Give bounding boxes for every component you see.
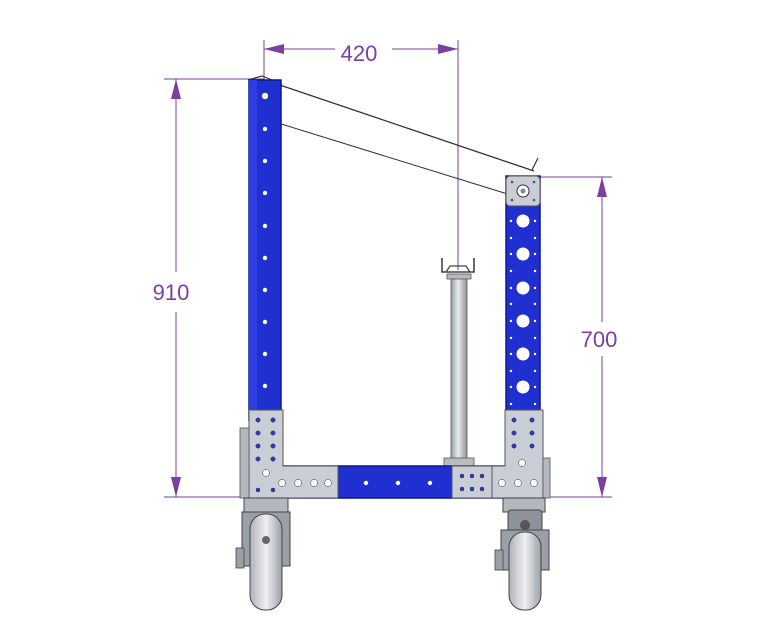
bottom-rail-holes	[363, 480, 433, 486]
dimension-height-left-label: 910	[153, 280, 190, 305]
plate-holes	[255, 417, 538, 493]
dimension-height-right-label: 700	[581, 327, 618, 352]
right-upright	[505, 175, 541, 417]
dimension-height-left	[164, 78, 262, 498]
center-support-post	[441, 258, 475, 467]
left-caster	[235, 497, 291, 611]
dimension-width	[263, 40, 459, 270]
dimension-height-right	[540, 176, 612, 498]
left-upright	[248, 79, 282, 421]
sloped-shelf	[247, 75, 539, 197]
dimension-width-label: 420	[341, 41, 378, 66]
right-caster	[494, 497, 550, 611]
